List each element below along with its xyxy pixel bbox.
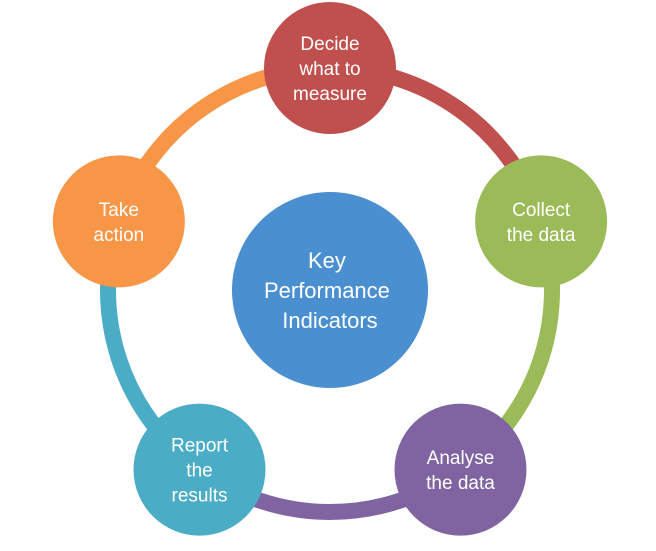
node-label-decide-line-2: what to bbox=[298, 59, 360, 80]
node-take-action: Take action bbox=[52, 155, 185, 288]
node-label-decide-line-3: measure bbox=[293, 84, 367, 105]
node-label-report-line-1: Report bbox=[171, 436, 229, 457]
node-label-take-action: Take action bbox=[94, 200, 145, 246]
node-label-decide: Decide what to measure bbox=[293, 34, 367, 105]
node-decide: Decide what to measure bbox=[264, 2, 396, 134]
node-label-analyse-line-2: the data bbox=[426, 473, 495, 494]
node-circle-analyse bbox=[394, 403, 527, 536]
node-label-decide-line-1: Decide bbox=[300, 34, 359, 55]
center-label: Key Performance Indicators bbox=[264, 248, 396, 333]
node-circle-report bbox=[133, 403, 266, 536]
center-circle bbox=[232, 192, 428, 388]
node-analyse: Analyse the data bbox=[394, 403, 527, 536]
node-label-analyse: Analyse the data bbox=[426, 448, 495, 494]
node-label-report-line-3: results bbox=[172, 486, 228, 507]
node-circle-take-action bbox=[52, 155, 185, 288]
node-label-report-line-2: the bbox=[186, 461, 212, 482]
node-label-take-action-line-2: action bbox=[94, 225, 145, 246]
node-label-collect-line-1: Collect bbox=[512, 200, 571, 221]
node-label-collect: Collect the data bbox=[507, 200, 576, 246]
node-label-analyse-line-1: Analyse bbox=[427, 448, 495, 469]
node-report: Report the results bbox=[133, 403, 266, 536]
node-circle-collect bbox=[475, 155, 608, 288]
center-label-line-2: Performance bbox=[264, 278, 390, 303]
center-label-line-1: Key bbox=[308, 248, 346, 273]
center-label-line-3: Indicators bbox=[282, 308, 377, 333]
node-label-report: Report the results bbox=[171, 436, 229, 507]
node-circle-decide bbox=[264, 2, 396, 134]
node-collect: Collect the data bbox=[475, 155, 608, 288]
center-node: Key Performance Indicators bbox=[232, 192, 428, 388]
node-label-collect-line-2: the data bbox=[507, 225, 576, 246]
node-label-take-action-line-1: Take bbox=[99, 200, 139, 221]
